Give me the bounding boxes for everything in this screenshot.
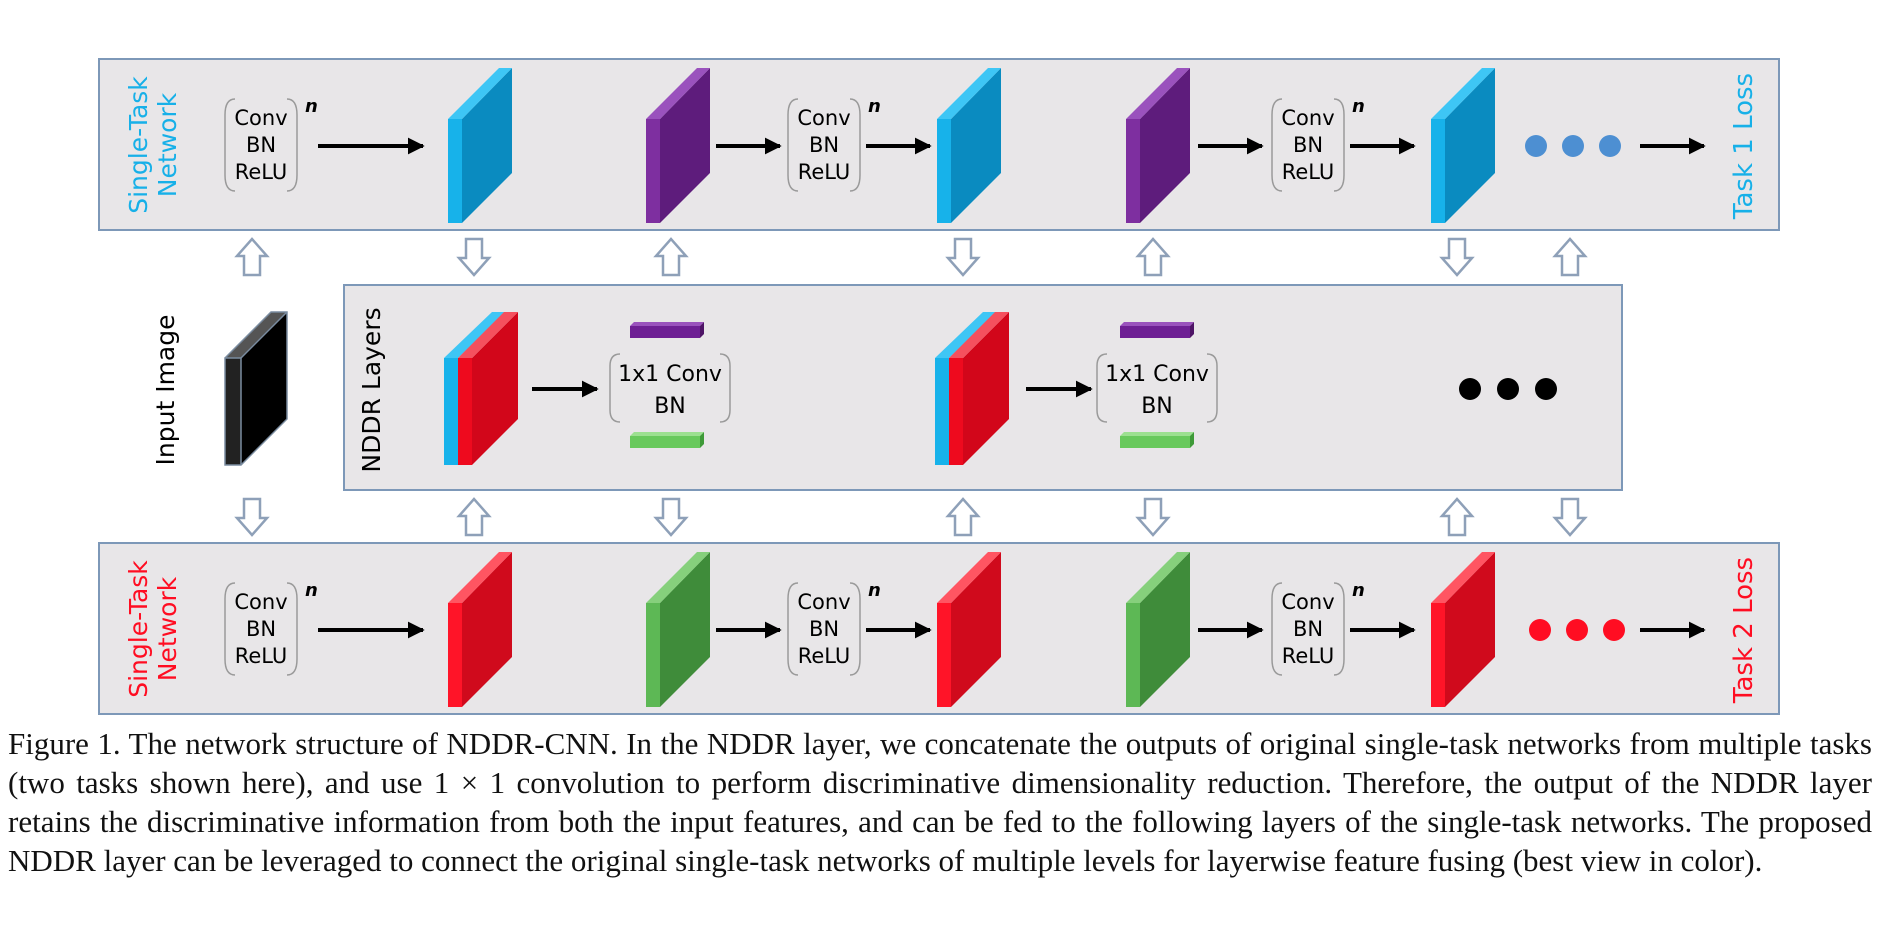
feature-map-green [646, 552, 710, 707]
up-arrow [1440, 497, 1474, 537]
svg-text:BN: BN [1141, 394, 1173, 419]
down-arrow [235, 497, 269, 537]
svg-text:ReLU: ReLU [798, 644, 851, 668]
svg-text:n: n [305, 96, 318, 117]
ellipsis-dots-black [1459, 378, 1557, 400]
svg-text:n: n [1352, 580, 1365, 601]
svg-text:n: n [1352, 96, 1365, 117]
concatenated-feature-map [444, 312, 518, 465]
svg-text:Conv: Conv [797, 590, 850, 614]
down-arrow [1440, 237, 1474, 277]
feature-map-blue [1431, 68, 1495, 223]
up-arrow [457, 497, 491, 537]
bottom-side-label-line1: Single-Task [124, 560, 153, 698]
up-arrow [654, 237, 688, 277]
svg-text:Conv: Conv [1281, 590, 1334, 614]
task2-loss-label: Task 2 Loss [1729, 557, 1759, 704]
svg-text:Conv: Conv [234, 106, 287, 130]
concatenated-feature-map [935, 312, 1009, 465]
conv-bn-relu-block: Conv BN ReLU n [224, 580, 318, 676]
svg-text:BN: BN [654, 394, 686, 419]
svg-text:1x1 Conv: 1x1 Conv [618, 362, 722, 387]
feature-map-green [1126, 552, 1190, 707]
svg-text:n: n [868, 96, 881, 117]
feature-map-blue [937, 68, 1001, 223]
feature-map-purple [646, 68, 710, 223]
down-arrow [457, 237, 491, 277]
svg-text:BN: BN [809, 617, 839, 641]
svg-text:Conv: Conv [797, 106, 850, 130]
nddr-layers-label: NDDR Layers [357, 307, 386, 472]
conv-bn-relu-block: Conv BN ReLU n [1271, 580, 1365, 676]
purple-output-bar [1120, 322, 1194, 338]
svg-text:Conv: Conv [234, 590, 287, 614]
input-image-label: Input Image [151, 315, 180, 466]
conv-bn-relu-block: Conv BN ReLU n [787, 96, 881, 192]
svg-text:ReLU: ReLU [1282, 644, 1335, 668]
svg-text:ReLU: ReLU [798, 160, 851, 184]
feature-map-red [448, 552, 512, 707]
feature-map-red [937, 552, 1001, 707]
up-arrow [1553, 237, 1587, 277]
purple-output-bar [630, 322, 704, 338]
conv-bn-relu-block: Conv BN ReLU n [224, 96, 318, 192]
svg-text:BN: BN [1293, 617, 1323, 641]
svg-text:BN: BN [246, 617, 276, 641]
up-arrow [235, 237, 269, 277]
nddr-conv-block: 1x1 Conv BN [1096, 353, 1218, 423]
down-arrow [654, 497, 688, 537]
green-output-bar [630, 432, 704, 448]
top-side-label-line2: Network [153, 92, 182, 197]
svg-text:Conv: Conv [1281, 106, 1334, 130]
figure-caption: Figure 1. The network structure of NDDR-… [8, 726, 1872, 878]
svg-text:BN: BN [1293, 133, 1323, 157]
svg-text:n: n [868, 580, 881, 601]
svg-text:1x1 Conv: 1x1 Conv [1105, 362, 1209, 387]
feature-map-purple [1126, 68, 1190, 223]
nddr-conv-block: 1x1 Conv BN [609, 353, 731, 423]
down-arrow [1553, 497, 1587, 537]
green-output-bar [1120, 432, 1194, 448]
svg-text:ReLU: ReLU [235, 160, 288, 184]
down-arrow [1136, 497, 1170, 537]
input-image-feature [224, 311, 288, 466]
bottom-side-label-line2: Network [153, 576, 182, 681]
up-arrow [1136, 237, 1170, 277]
ellipsis-dots-blue [1525, 135, 1621, 157]
svg-text:n: n [305, 580, 318, 601]
ellipsis-dots-red [1529, 619, 1625, 641]
conv-bn-relu-block: Conv BN ReLU n [787, 580, 881, 676]
conv-bn-relu-block: Conv BN ReLU n [1271, 96, 1365, 192]
svg-text:BN: BN [246, 133, 276, 157]
feature-map-red [1431, 552, 1495, 707]
nddr-cnn-diagram: Single-Task Network Conv BN ReLU n Conv … [98, 58, 1780, 715]
task1-loss-label: Task 1 Loss [1729, 73, 1759, 220]
up-arrow [946, 497, 980, 537]
svg-text:ReLU: ReLU [1282, 160, 1335, 184]
svg-text:ReLU: ReLU [235, 644, 288, 668]
svg-text:BN: BN [809, 133, 839, 157]
feature-map-blue [448, 68, 512, 223]
down-arrow [946, 237, 980, 277]
top-side-label-line1: Single-Task [124, 76, 153, 214]
